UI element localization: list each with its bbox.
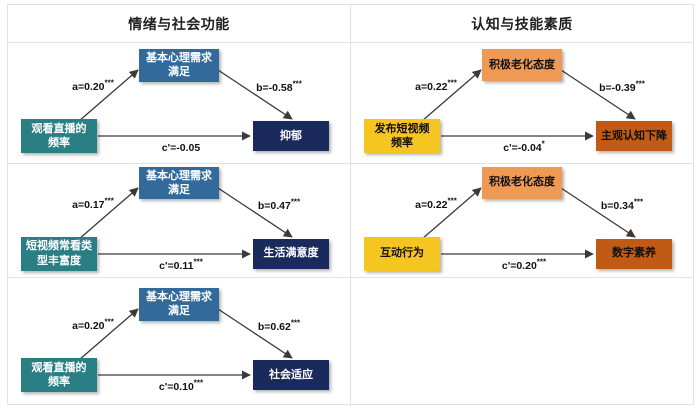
predictor-box-line1: 发布短视频 <box>374 122 430 135</box>
outcome-box: 主观认知下降 <box>596 121 672 151</box>
mediator-box-line1: 基本心理需求 <box>146 52 212 64</box>
cell-interaction-digital-literacy: 积极老化态度 互动行为 数字素养 a=0.22*** b=0.34*** c'=… <box>351 164 693 278</box>
mediator-box-line2: 满足 <box>168 183 190 196</box>
path-a-arrow <box>78 308 139 361</box>
column-header-cognition-skill: 认知与技能素质 <box>351 5 693 43</box>
predictor-box: 短视频常看类 型丰富度 <box>21 236 97 271</box>
predictor-box-line1: 观看直播的 <box>31 361 87 374</box>
path-a-label: a=0.20*** <box>72 78 114 93</box>
predictor-box-line2: 频率 <box>48 137 70 149</box>
predictor-box-line2: 频率 <box>48 376 70 388</box>
outcome-box-line1: 数字素养 <box>612 247 656 260</box>
mediator-box: 积极老化态度 <box>482 49 562 81</box>
mediator-box: 基本心理需求 满足 <box>139 49 219 82</box>
mediator-box-line2: 满足 <box>168 66 190 79</box>
mediator-box-line2: 满足 <box>168 305 190 318</box>
path-b-arrow <box>217 186 293 238</box>
path-b-arrow <box>560 69 636 120</box>
path-c-label: c'=-0.04* <box>503 139 545 154</box>
mediation-diagram-cognitive-decline: 积极老化态度 发布短视频 频率 主观认知下降 a=0.22*** b=-0.39… <box>352 47 692 159</box>
predictor-box-line1: 短视频常看类 <box>26 240 92 253</box>
path-c-label: c'=-0.05 <box>161 142 201 154</box>
mediator-box: 基本心理需求 满足 <box>139 166 219 200</box>
path-a-label: a=0.17*** <box>72 196 114 211</box>
path-a-arrow <box>421 69 482 122</box>
mediation-figure-table: 情绪与社会功能 认知与技能素质 基本心理需求 满足 观看直播的 频率 抑郁 a=… <box>7 4 694 406</box>
path-b-arrow <box>560 186 636 238</box>
column-header-emotion-social: 情绪与社会功能 <box>8 5 351 43</box>
mediation-diagram-social-adaptation: 基本心理需求 满足 观看直播的 频率 社会适应 a=0.20*** b=0.62… <box>9 286 349 398</box>
path-a-label: a=0.20*** <box>72 317 114 332</box>
outcome-box-line1: 生活满意度 <box>263 247 319 260</box>
predictor-box: 观看直播的 频率 <box>21 358 97 392</box>
mediator-box-line1: 积极老化态度 <box>489 58 555 71</box>
path-a-arrow <box>78 186 139 239</box>
path-b-arrow <box>217 308 293 359</box>
cell-empty <box>351 278 693 406</box>
mediator-box: 基本心理需求 满足 <box>139 288 219 321</box>
predictor-box: 发布短视频 频率 <box>364 119 440 153</box>
mediation-diagram-digital-literacy: 积极老化态度 互动行为 数字素养 a=0.22*** b=0.34*** c'=… <box>352 165 692 277</box>
path-b-label: b=0.34*** <box>600 197 644 212</box>
path-a-label: a=0.22*** <box>415 78 457 93</box>
mediator-box-line1: 基本心理需求 <box>146 169 212 182</box>
mediation-diagram-life-satisfaction: 基本心理需求 满足 短视频常看类 型丰富度 生活满意度 a=0.17*** b=… <box>9 165 349 277</box>
path-arrows <box>78 69 293 141</box>
column-header-cognition-skill-label: 认知与技能素质 <box>471 15 573 32</box>
mediation-diagram-depression: 基本心理需求 满足 观看直播的 频率 抑郁 a=0.20*** b=-0.58*… <box>9 47 349 159</box>
cell-watch-live-depression: 基本心理需求 满足 观看直播的 频率 抑郁 a=0.20*** b=-0.58*… <box>8 43 351 164</box>
cell-watch-live-social-adaptation: 基本心理需求 满足 观看直播的 频率 社会适应 a=0.20*** b=0.62… <box>8 278 351 406</box>
path-arrows <box>78 308 293 380</box>
path-b-arrow <box>217 69 293 120</box>
path-c-label: c'=0.10*** <box>158 378 204 393</box>
mediator-box-line1: 积极老化态度 <box>489 176 555 189</box>
path-b-label: b=-0.39*** <box>599 79 645 94</box>
outcome-box-line1: 抑郁 <box>280 129 302 142</box>
outcome-box-line1: 主观认知下降 <box>601 129 667 142</box>
path-a-label: a=0.22*** <box>415 196 457 211</box>
predictor-box: 观看直播的 频率 <box>21 119 97 153</box>
outcome-box: 数字素养 <box>596 238 672 269</box>
path-b-label: b=0.47*** <box>257 197 301 212</box>
outcome-box: 生活满意度 <box>253 238 329 269</box>
outcome-box: 抑郁 <box>253 121 329 151</box>
path-b-label: b=0.62*** <box>257 318 301 333</box>
path-c-label: c'=0.20*** <box>501 257 547 272</box>
predictor-box-line2: 型丰富度 <box>37 254 81 267</box>
predictor-box-line2: 频率 <box>391 137 413 149</box>
path-a-arrow <box>421 186 482 239</box>
path-a-arrow <box>78 69 139 122</box>
outcome-box-line1: 社会适应 <box>269 368 313 381</box>
path-b-label: b=-0.58*** <box>256 79 302 94</box>
path-arrows <box>421 69 636 141</box>
path-c-label: c'=0.11*** <box>159 257 203 272</box>
predictor-box: 互动行为 <box>364 236 440 271</box>
cell-post-video-cognitive-decline: 积极老化态度 发布短视频 频率 主观认知下降 a=0.22*** b=-0.39… <box>351 43 693 164</box>
cell-video-variety-life-satisfaction: 基本心理需求 满足 短视频常看类 型丰富度 生活满意度 a=0.17*** b=… <box>8 164 351 278</box>
outcome-box: 社会适应 <box>253 360 329 390</box>
path-arrows <box>78 186 293 259</box>
predictor-box-line1: 互动行为 <box>380 247 424 260</box>
predictor-box-line1: 观看直播的 <box>31 122 87 135</box>
column-header-emotion-social-label: 情绪与社会功能 <box>128 15 230 32</box>
mediator-box-line1: 基本心理需求 <box>146 291 212 303</box>
path-arrows <box>421 186 636 259</box>
mediator-box: 积极老化态度 <box>482 166 562 199</box>
